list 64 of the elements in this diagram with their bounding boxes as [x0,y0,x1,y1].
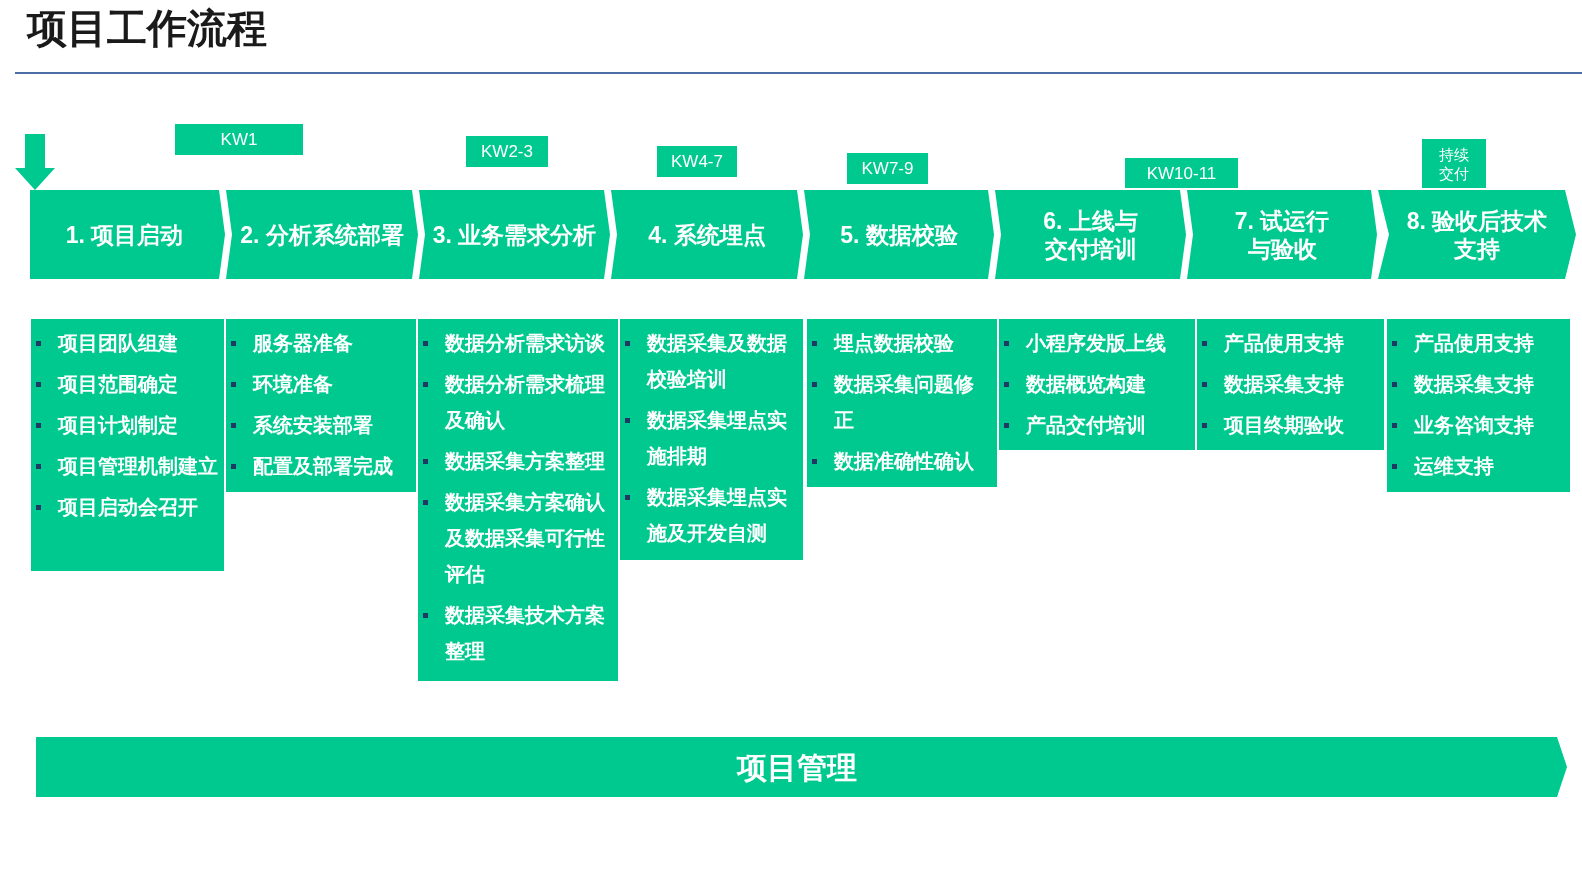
process-step [804,190,994,279]
task-item: 产品使用支持 [1224,331,1344,356]
task-item: 系统安装部署 [253,413,373,438]
process-step [1187,190,1377,279]
task-item: 项目计划制定 [58,413,178,438]
task-panel [999,319,1195,450]
task-item: 项目启动会召开 [58,495,198,520]
step-title: 4. 系统埋点 [648,220,766,249]
task-item: 产品交付培训 [1026,413,1146,438]
task-item: 项目管理机制建立 [58,454,218,479]
timeframe-tag: KW2-3 [466,136,548,167]
bar-title: 项目管理 [736,749,857,786]
task-panel [31,319,224,571]
task-item: 服务器准备 [253,331,353,356]
timeframe-tag: KW4-7 [657,146,737,177]
start-arrow [15,134,55,190]
task-panel [418,319,618,681]
process-step [30,190,225,279]
task-item: 数据概览构建 [1026,372,1146,397]
task-item: 数据准确性确认 [834,449,974,474]
task-item: 数据采集埋点实施排期 [647,408,788,469]
task-item: 数据采集方案整理 [445,449,605,474]
task-item: 数据采集技术方案整理 [445,603,606,664]
task-item: 数据分析需求梳理及确认 [445,372,606,433]
process-step [226,190,418,279]
task-item: 埋点数据校验 [834,331,954,356]
step-title: 6. 上线与交付培训 [1042,206,1139,263]
task-item: 小程序发版上线 [1026,331,1166,356]
timeframe-tag: KW1 [175,124,303,155]
task-item: 数据采集支持 [1224,372,1344,397]
task-panel [226,319,416,492]
task-item: 数据采集埋点实施及开发自测 [647,485,788,546]
task-item: 配置及部署完成 [253,454,393,479]
task-item: 项目范围确定 [58,372,178,397]
task-panel [1197,319,1384,450]
task-item: 数据分析需求访谈 [445,331,605,356]
process-step [419,190,610,279]
task-item: 项目团队组建 [58,331,178,356]
timeframe-tag: KW7-9 [847,153,928,184]
task-panel [1387,319,1570,492]
task-item: 数据采集方案确认及数据采集可行性评估 [445,490,606,587]
step-title: 1. 项目启动 [65,220,184,249]
timeframe-tag: 持续交付 [1421,138,1487,189]
step-title: 5. 数据校验 [840,220,958,249]
step-title: 8. 验收后技术支持 [1405,206,1549,263]
management-bar [36,737,1567,797]
task-item: 运维支持 [1414,454,1494,479]
task-item: 产品使用支持 [1414,331,1534,356]
task-panel [620,319,803,560]
task-item: 业务咨询支持 [1414,413,1534,438]
step-title: 2. 分析系统部署 [240,220,404,249]
task-panel [807,319,997,487]
timeframe-tag: KW10-11 [1124,157,1239,189]
process-step [611,190,803,279]
page-title: 项目工作流程 [27,5,267,52]
task-item: 项目终期验收 [1224,413,1344,438]
task-item: 数据采集支持 [1414,372,1534,397]
task-item: 数据采集及数据校验培训 [647,331,788,392]
process-step [995,190,1186,279]
task-item: 环境准备 [253,372,333,397]
process-step [1378,190,1576,279]
step-title: 7. 试运行与验收 [1233,206,1331,263]
task-item: 数据采集问题修正 [834,372,975,433]
step-title: 3. 业务需求分析 [432,220,597,249]
